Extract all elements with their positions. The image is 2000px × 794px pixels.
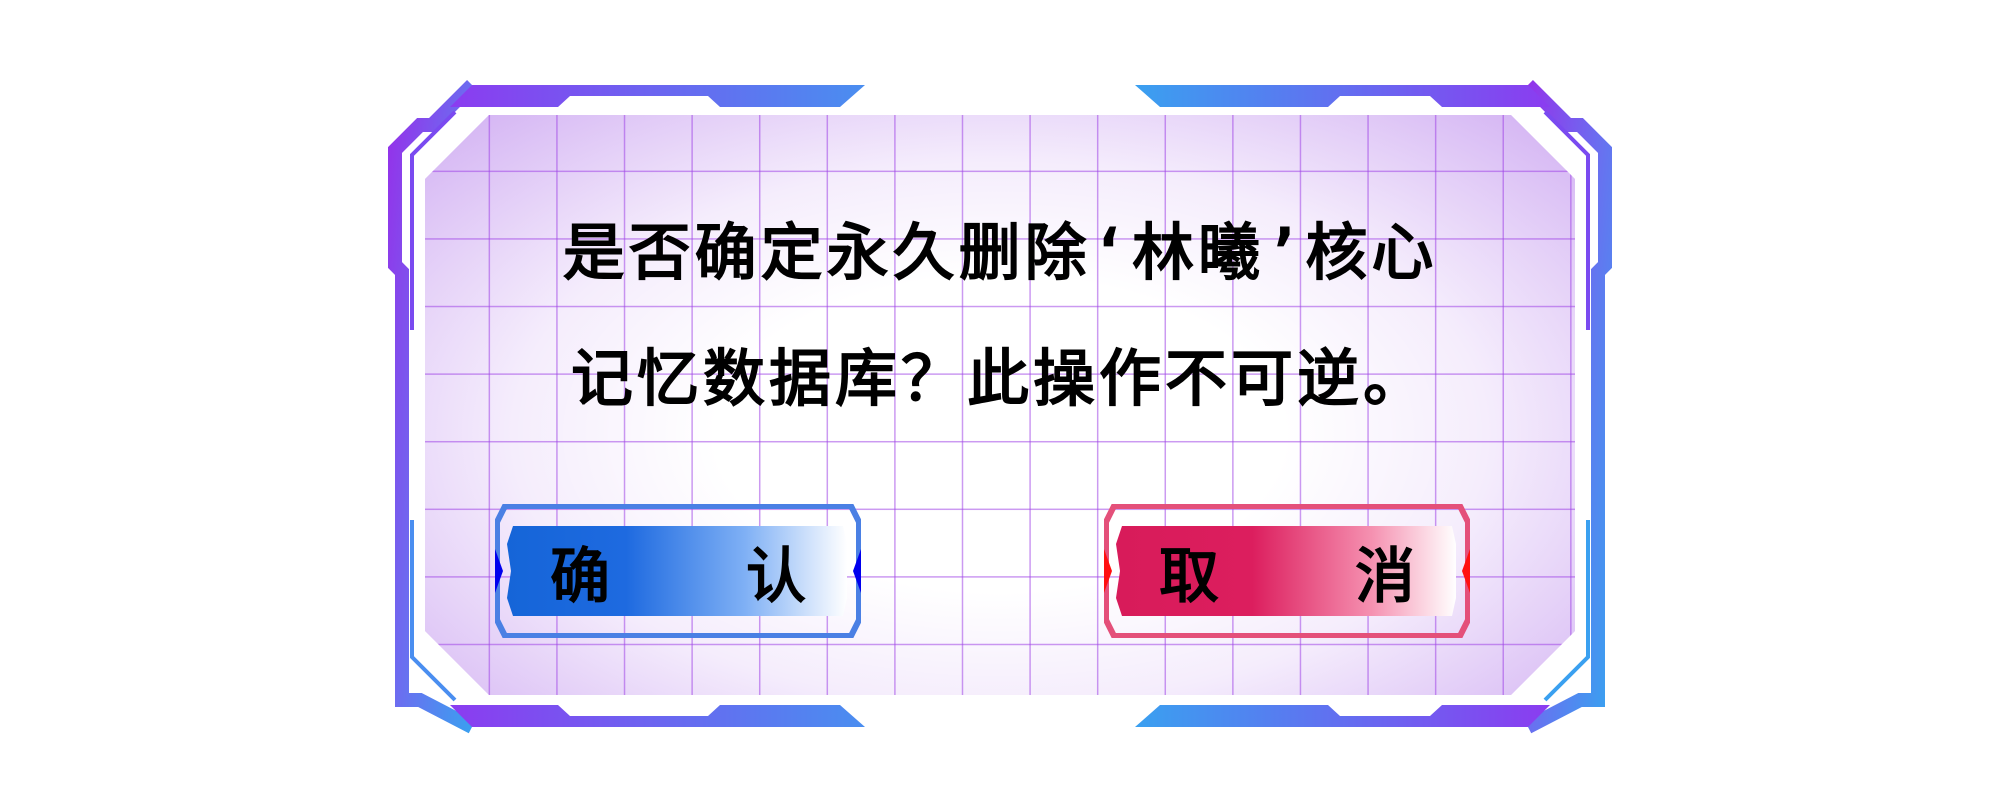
cancel-button[interactable]: 取 消 [1104, 504, 1470, 638]
cancel-button-frame [1104, 504, 1470, 638]
message-line-2: 记忆数据库？此操作不可逆。 [570, 342, 1429, 415]
confirm-button-frame [495, 504, 861, 638]
confirm-button[interactable]: 确 认 [495, 504, 861, 638]
confirm-delete-message: 是否确定永久删除‘林曦’核心 记忆数据库？此操作不可逆。 [425, 190, 1575, 442]
confirm-button-label: 确 认 [549, 541, 857, 612]
message-line-1: 是否确定永久删除‘林曦’核心 [562, 216, 1438, 289]
cancel-button-label: 取 消 [1158, 541, 1466, 612]
